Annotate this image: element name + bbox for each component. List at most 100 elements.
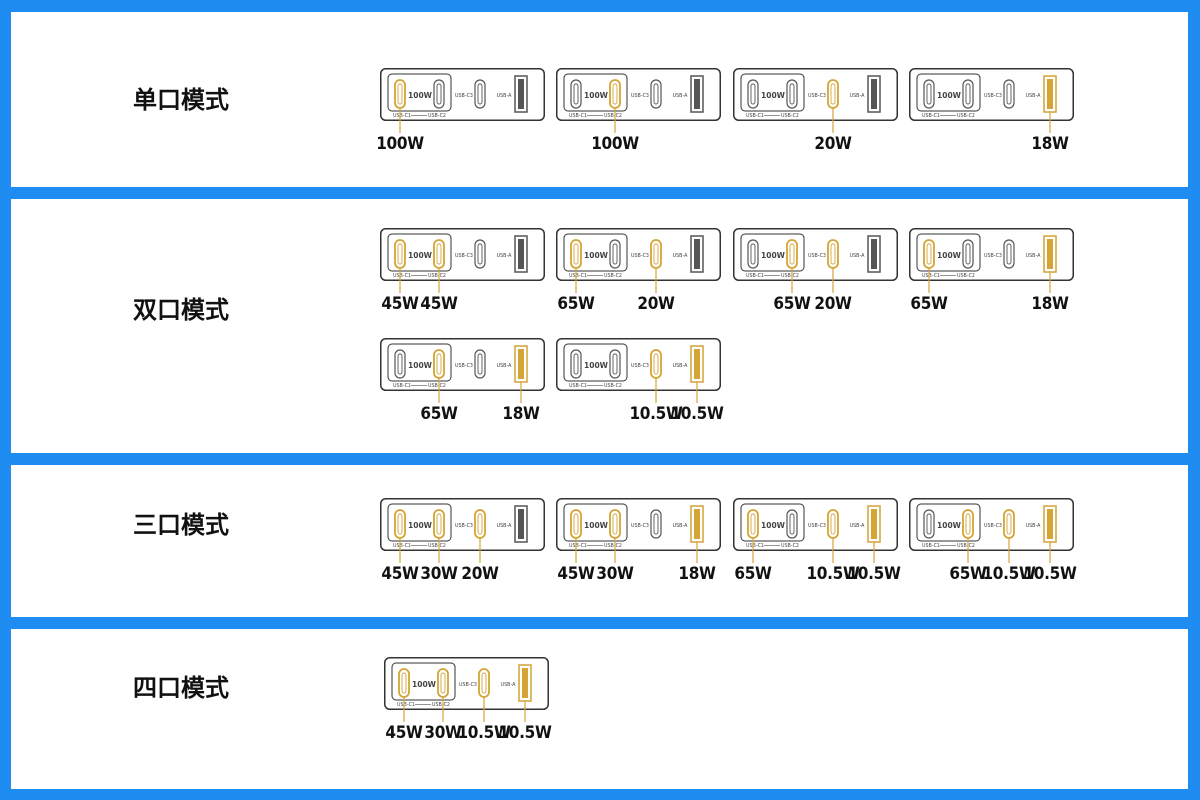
charger-body <box>380 68 545 121</box>
usb-c3-port-icon <box>474 349 486 379</box>
usb-c3-label: USB-C3 <box>455 253 473 259</box>
usb-c3-label: USB-C3 <box>984 253 1002 259</box>
usb-c3-label: USB-C3 <box>455 93 473 99</box>
usb-c2-label: USB-C2 <box>428 543 446 549</box>
usb-c1-port-icon <box>570 79 582 109</box>
usb-c2-label: USB-C2 <box>428 113 446 119</box>
group-watt-label: 100W <box>937 91 962 100</box>
usb-a-port-icon <box>690 235 704 273</box>
output-watt-label: 100W <box>591 134 639 154</box>
usb-c3-port-icon <box>650 239 662 269</box>
usb-a-label: USB-A <box>673 253 688 259</box>
usb-c3-label: USB-C3 <box>631 253 649 259</box>
usb-a-label: USB-A <box>497 523 512 529</box>
usb-c2-label: USB-C2 <box>428 383 446 389</box>
c1-c2-group-box <box>387 73 452 112</box>
usb-c1-label: USB-C1 <box>393 273 411 279</box>
usb-c3-port-icon <box>474 239 486 269</box>
output-watt-label: 10.5W <box>629 404 683 424</box>
usb-a-port-icon <box>1043 505 1057 543</box>
usb-c2-port-icon <box>433 509 445 539</box>
usb-a-label: USB-A <box>1026 93 1041 99</box>
group-watt-label: 100W <box>584 361 609 370</box>
c1-c2-group-box <box>387 233 452 272</box>
usb-c3-label: USB-C3 <box>808 253 826 259</box>
usb-a-label: USB-A <box>850 93 865 99</box>
group-watt-label: 100W <box>412 680 437 689</box>
usb-c1-label: USB-C1 <box>397 702 415 708</box>
c1-c2-group-box <box>740 73 805 112</box>
c1-c2-group-box <box>387 343 452 382</box>
usb-c1-label: USB-C1 <box>746 273 764 279</box>
usb-a-label: USB-A <box>673 93 688 99</box>
mode-title: 双口模式 <box>133 296 229 324</box>
group-watt-label: 100W <box>584 521 609 530</box>
output-watt-label: 30W <box>420 564 458 584</box>
usb-c1-label: USB-C1 <box>746 543 764 549</box>
charger-body <box>909 498 1074 551</box>
c1-c2-group-box <box>740 503 805 542</box>
charger-body <box>733 68 898 121</box>
usb-c2-port-icon <box>433 239 445 269</box>
usb-c1-label: USB-C1 <box>569 273 587 279</box>
usb-c2-port-icon <box>786 79 798 109</box>
c1-c2-group-box <box>391 662 456 701</box>
usb-a-label: USB-A <box>497 253 512 259</box>
usb-a-label: USB-A <box>850 523 865 529</box>
usb-a-port-icon <box>514 75 528 113</box>
usb-c2-port-icon <box>433 349 445 379</box>
usb-c2-port-icon <box>786 509 798 539</box>
usb-c2-port-icon <box>609 239 621 269</box>
usb-c2-port-icon <box>962 509 974 539</box>
group-watt-label: 100W <box>408 521 433 530</box>
c1-c2-group-box <box>916 503 981 542</box>
usb-c1-label: USB-C1 <box>393 383 411 389</box>
usb-c2-label: USB-C2 <box>604 383 622 389</box>
usb-c3-port-icon <box>650 79 662 109</box>
group-watt-label: 100W <box>408 361 433 370</box>
usb-c2-label: USB-C2 <box>957 113 975 119</box>
output-watt-label: 18W <box>1031 134 1069 154</box>
c1-c2-group-box <box>916 233 981 272</box>
output-watt-label: 45W <box>385 723 423 743</box>
usb-c1-port-icon <box>394 509 406 539</box>
usb-a-port-icon <box>1043 235 1057 273</box>
usb-c1-port-icon <box>747 79 759 109</box>
usb-a-port-icon <box>690 345 704 383</box>
usb-c1-label: USB-C1 <box>393 543 411 549</box>
output-watt-label: 10.5W <box>806 564 860 584</box>
usb-c3-port-icon <box>478 668 490 698</box>
usb-c3-port-icon <box>827 239 839 269</box>
usb-c3-port-icon <box>1003 239 1015 269</box>
usb-a-label: USB-A <box>497 93 512 99</box>
output-watt-label: 10.5W <box>982 564 1036 584</box>
usb-c1-port-icon <box>923 509 935 539</box>
usb-c2-port-icon <box>609 509 621 539</box>
group-watt-label: 100W <box>761 521 786 530</box>
mode-title: 三口模式 <box>133 511 229 539</box>
usb-c1-port-icon <box>747 239 759 269</box>
output-watt-label: 20W <box>814 134 852 154</box>
output-watt-label: 65W <box>734 564 772 584</box>
usb-c2-port-icon <box>786 239 798 269</box>
output-watt-label: 20W <box>637 294 675 314</box>
usb-a-label: USB-A <box>673 363 688 369</box>
output-watt-label: 20W <box>461 564 499 584</box>
mode-title: 四口模式 <box>133 674 229 702</box>
charger-body <box>733 498 898 551</box>
